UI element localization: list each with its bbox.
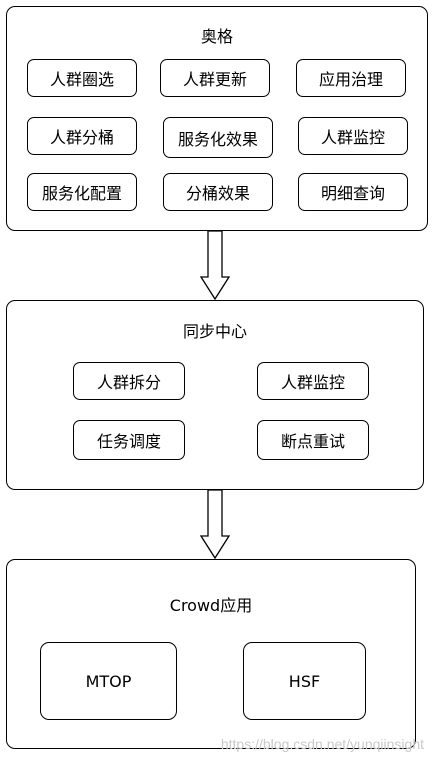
aoge-node-service-effect: 服务化效果 xyxy=(163,117,273,158)
aoge-node-detail-query: 明细查询 xyxy=(298,173,408,211)
aoge-node-app-governance: 应用治理 xyxy=(296,59,406,97)
aoge-node-bucket-effect: 分桶效果 xyxy=(163,173,273,211)
crowd-app-title: Crowd应用 xyxy=(169,596,253,615)
sync-node-crowd-split: 人群拆分 xyxy=(73,362,185,400)
sync-node-crowd-monitor: 人群监控 xyxy=(257,362,369,400)
aoge-node-crowd-select: 人群圈选 xyxy=(27,59,137,97)
aoge-node-service-config: 服务化配置 xyxy=(27,173,137,211)
aoge-title: 奥格 xyxy=(200,27,233,46)
aoge-node-crowd-update: 人群更新 xyxy=(160,59,270,97)
watermark: https://blog.csdn.net/yunqiinsight xyxy=(220,736,424,752)
aoge-node-crowd-bucket: 人群分桶 xyxy=(27,117,137,155)
down-arrow-icon xyxy=(199,490,231,560)
sync-center-title: 同步中心 xyxy=(182,322,247,341)
crowd-node-hsf: HSF xyxy=(243,642,366,720)
sync-node-breakpoint-retry: 断点重试 xyxy=(257,420,369,460)
sync-node-task-schedule: 任务调度 xyxy=(73,420,185,460)
crowd-node-mtop: MTOP xyxy=(40,642,177,720)
down-arrow-icon xyxy=(199,231,231,301)
aoge-node-crowd-monitor: 人群监控 xyxy=(298,117,408,155)
